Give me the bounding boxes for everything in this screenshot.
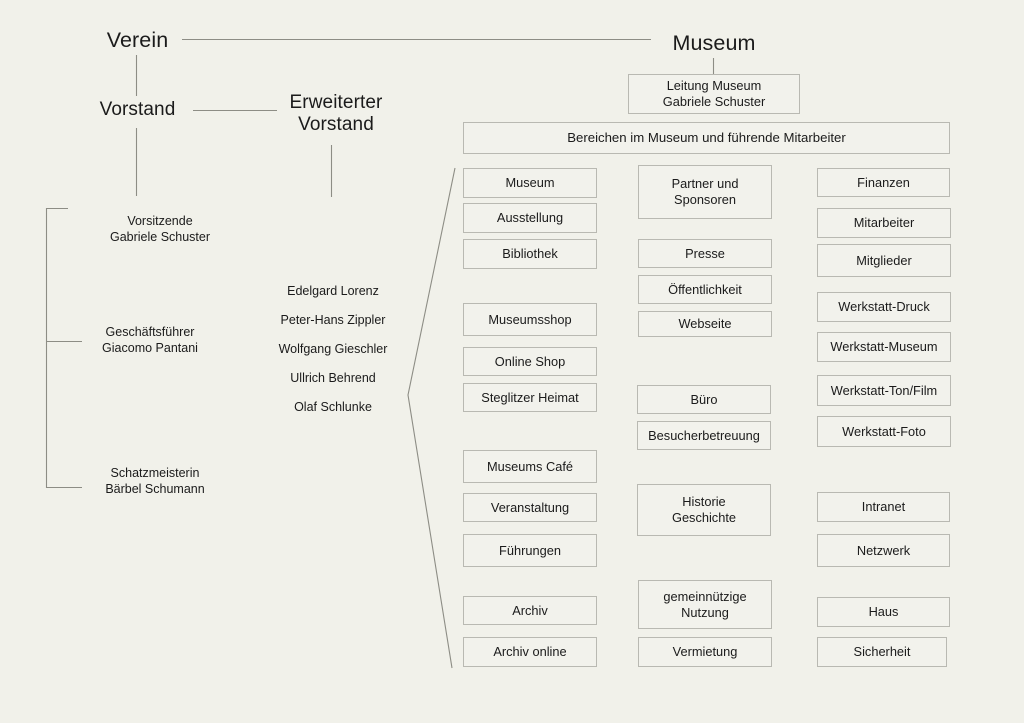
role-schatzmeisterin-title: Schatzmeisterin bbox=[110, 466, 200, 480]
role-vorsitzende-name: Gabriele Schuster bbox=[109, 230, 211, 244]
box-area-item[interactable]: Bibliothek bbox=[463, 239, 597, 269]
box-area-item[interactable]: Ausstellung bbox=[463, 203, 597, 233]
role-geschaeftsfuehrer-name: Giacomo Pantani bbox=[102, 341, 198, 355]
box-area-item[interactable]: Archiv online bbox=[463, 637, 597, 667]
box-area-item[interactable]: Werkstatt-Druck bbox=[817, 292, 951, 322]
box-area-item[interactable]: Sicherheit bbox=[817, 637, 947, 667]
member-ullrich-behrend: Ullrich Behrend bbox=[290, 371, 376, 385]
box-area-item[interactable]: Mitglieder bbox=[817, 244, 951, 277]
box-area-item[interactable]: Netzwerk bbox=[817, 534, 950, 567]
role-geschaeftsfuehrer-title: Geschäftsführer bbox=[105, 325, 195, 339]
member-wolfgang-gieschler: Wolfgang Gieschler bbox=[278, 342, 388, 356]
box-area-item[interactable]: Werkstatt-Ton/Film bbox=[817, 375, 951, 406]
diagonal-bracket bbox=[407, 167, 456, 669]
node-verein: Verein bbox=[106, 28, 169, 52]
box-area-item[interactable]: Vermietung bbox=[638, 637, 772, 667]
role-vorsitzende-title: Vorsitzende bbox=[127, 214, 193, 228]
box-area-item[interactable]: Werkstatt-Museum bbox=[817, 332, 951, 362]
node-erweiterter-vorstand: Erweiterter Vorstand bbox=[289, 92, 383, 136]
box-area-item[interactable]: Besucherbetreuung bbox=[637, 421, 771, 450]
box-area-item[interactable]: Archiv bbox=[463, 596, 597, 625]
box-area-item[interactable]: gemeinnützige Nutzung bbox=[638, 580, 772, 629]
box-area-item[interactable]: Presse bbox=[638, 239, 772, 268]
box-area-item[interactable]: Online Shop bbox=[463, 347, 597, 376]
box-area-item[interactable]: Partner und Sponsoren bbox=[638, 165, 772, 219]
box-area-item[interactable]: Finanzen bbox=[817, 168, 950, 197]
box-area-item[interactable]: Museums Café bbox=[463, 450, 597, 483]
box-leitung-museum[interactable]: Leitung Museum Gabriele Schuster bbox=[628, 74, 800, 114]
box-area-item[interactable]: Webseite bbox=[638, 311, 772, 337]
box-area-item[interactable]: Museum bbox=[463, 168, 597, 198]
member-peter-hans-zippler: Peter-Hans Zippler bbox=[280, 313, 386, 327]
box-area-item[interactable]: Museumsshop bbox=[463, 303, 597, 336]
box-section-header: Bereichen im Museum und führende Mitarbe… bbox=[463, 122, 950, 154]
box-area-item[interactable]: Werkstatt-Foto bbox=[817, 416, 951, 447]
member-edelgard-lorenz: Edelgard Lorenz bbox=[287, 284, 379, 298]
node-museum: Museum bbox=[672, 31, 756, 55]
box-area-item[interactable]: Intranet bbox=[817, 492, 950, 522]
role-schatzmeisterin-name: Bärbel Schumann bbox=[105, 482, 205, 496]
box-area-item[interactable]: Haus bbox=[817, 597, 950, 627]
box-area-item[interactable]: Büro bbox=[637, 385, 771, 414]
box-area-item[interactable]: Öffentlichkeit bbox=[638, 275, 772, 304]
box-area-item[interactable]: Führungen bbox=[463, 534, 597, 567]
box-area-item[interactable]: Historie Geschichte bbox=[637, 484, 771, 536]
box-area-item[interactable]: Mitarbeiter bbox=[817, 208, 951, 238]
box-area-item[interactable]: Steglitzer Heimat bbox=[463, 383, 597, 412]
box-area-item[interactable]: Veranstaltung bbox=[463, 493, 597, 522]
node-vorstand: Vorstand bbox=[99, 99, 176, 120]
member-olaf-schlunke: Olaf Schlunke bbox=[294, 400, 372, 414]
